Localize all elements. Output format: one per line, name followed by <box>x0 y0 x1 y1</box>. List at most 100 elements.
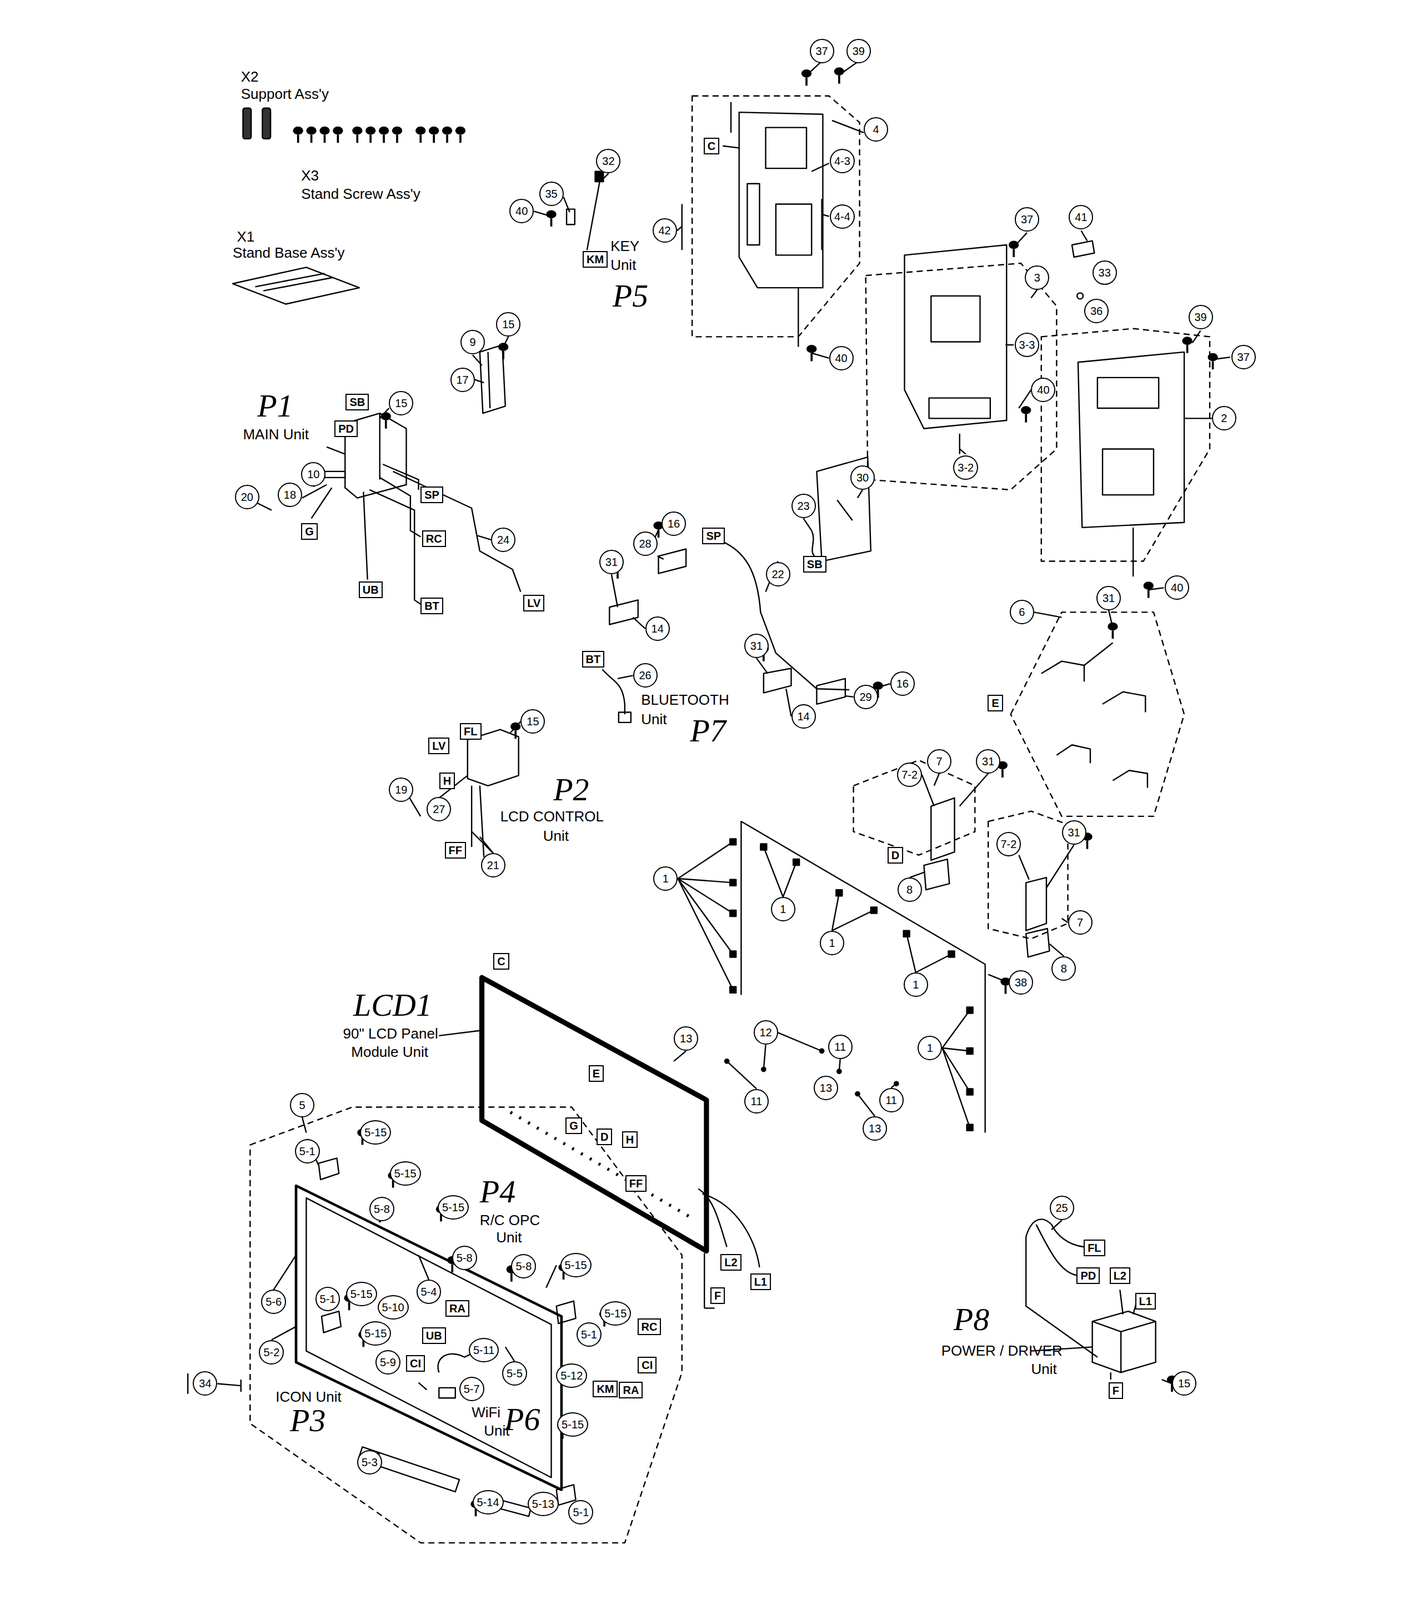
callout-number: 14 <box>645 616 670 641</box>
callout-number: 23 <box>791 493 816 519</box>
part-name: MAIN Unit <box>242 426 309 443</box>
callout-number: 16 <box>890 671 915 696</box>
unit-marker: P8 <box>953 1303 990 1336</box>
unit-marker: P4 <box>479 1175 516 1209</box>
callout-number: 7 <box>927 749 952 774</box>
callout-number: 31 <box>975 749 1001 774</box>
part-name: X2 <box>241 68 259 85</box>
callout-number: 15 <box>388 391 414 416</box>
callout-number: 1 <box>917 1035 943 1061</box>
callout-number: 41 <box>1068 204 1094 230</box>
callout-number: 7-2 <box>996 832 1022 857</box>
callout-number: 37 <box>1231 344 1256 370</box>
callout-number: 42 <box>652 218 678 243</box>
connector-tag: KM <box>582 251 608 268</box>
connector-tag: D <box>887 847 904 864</box>
part-name: Unit <box>543 828 569 845</box>
callout-number: 9 <box>460 329 485 355</box>
callout-number: 2 <box>1211 406 1237 431</box>
part-name: LCD CONTROL <box>500 808 604 825</box>
callout-number: 5-15 <box>389 1161 422 1186</box>
callout-number: 40 <box>829 346 854 371</box>
unit-marker: LCD1 <box>353 989 433 1022</box>
callout-number: 5-8 <box>510 1254 536 1279</box>
callout-number: 11 <box>828 1034 853 1060</box>
callout-number: 5-11 <box>468 1338 500 1363</box>
part-name: R/C OPC <box>479 1212 540 1229</box>
callout-number: 36 <box>1084 298 1109 324</box>
part-name: WiFi <box>471 1404 501 1421</box>
connector-tag: G <box>565 1117 583 1135</box>
callout-number: 21 <box>480 853 506 878</box>
part-name: Stand Screw Ass'y <box>301 186 421 203</box>
callout-number: 5-5 <box>502 1361 528 1386</box>
connector-tag: LV <box>523 594 545 612</box>
callout-number: 39 <box>846 38 871 64</box>
callout-number: 11 <box>744 1089 769 1114</box>
callout-number: 5-15 <box>557 1412 589 1437</box>
connector-tag: UB <box>358 581 383 599</box>
callout-number: 31 <box>1096 585 1121 611</box>
callout-number: 5-15 <box>346 1281 378 1307</box>
callout-number: 15 <box>495 312 521 337</box>
callout-number: 39 <box>1188 304 1214 330</box>
callout-number: 13 <box>813 1075 839 1101</box>
callout-number: 5-2 <box>258 1340 284 1365</box>
connector-tag: FF <box>625 1175 647 1192</box>
connector-tag: RA <box>618 1381 643 1399</box>
connector-tag: FL <box>459 723 481 740</box>
callout-number: 22 <box>765 562 791 587</box>
connector-tag: RC <box>422 530 447 548</box>
callout-number: 11 <box>879 1088 904 1113</box>
connector-tag: SP <box>702 527 725 545</box>
callout-number: 5-15 <box>437 1195 469 1220</box>
callout-number: 3-2 <box>953 455 979 480</box>
callout-number: 31 <box>1061 820 1087 845</box>
callout-number: 29 <box>853 684 879 710</box>
callout-number: 5-14 <box>472 1490 504 1515</box>
connector-tag: PD <box>334 420 358 438</box>
callout-number: 12 <box>753 1020 779 1045</box>
callout-number: 5-8 <box>452 1245 478 1271</box>
callout-number: 40 <box>509 198 534 224</box>
connector-tag: RA <box>445 1300 470 1317</box>
callout-number: 33 <box>1092 260 1117 285</box>
part-name: X3 <box>301 167 319 184</box>
part-name: BLUETOOTH <box>640 692 729 709</box>
callout-number: 5-15 <box>599 1301 631 1326</box>
callout-number: 5-1 <box>576 1322 602 1347</box>
connector-tag: D <box>596 1128 613 1146</box>
callout-number: 14 <box>791 704 816 729</box>
callout-number: 5-15 <box>359 1120 392 1145</box>
callout-number: 31 <box>599 549 624 575</box>
callout-number: 15 <box>1171 1371 1197 1396</box>
connector-tag: C <box>493 953 509 970</box>
part-name: KEY <box>610 238 640 255</box>
callout-number: 30 <box>850 465 875 490</box>
connector-tag: E <box>588 1065 604 1082</box>
callout-number: 32 <box>595 148 621 174</box>
unit-marker: P6 <box>504 1403 540 1436</box>
connector-tag: CI <box>637 1356 657 1374</box>
callout-number: 7 <box>1068 910 1093 935</box>
connector-tag: CI <box>406 1355 425 1372</box>
part-name: ICON Unit <box>275 1389 342 1406</box>
callout-number: 5-9 <box>375 1350 401 1375</box>
unit-marker: P5 <box>612 279 649 313</box>
callout-number: 16 <box>661 511 686 536</box>
part-name: Support Ass'y <box>241 86 329 103</box>
callout-number: 25 <box>1049 1195 1075 1221</box>
callout-number: 13 <box>673 1026 699 1051</box>
callout-number: 3-3 <box>1014 332 1040 358</box>
part-name: Unit <box>640 711 667 728</box>
connector-tag: FF <box>444 842 467 859</box>
connector-tag: FL <box>1083 1239 1105 1257</box>
callout-number: 5-4 <box>416 1279 442 1305</box>
unit-marker: P2 <box>553 773 589 806</box>
callout-number: 5-7 <box>459 1376 485 1402</box>
callout-number: 1 <box>819 930 845 956</box>
callout-number: 35 <box>539 181 564 207</box>
callout-number: 8 <box>897 877 923 903</box>
callout-number: 5 <box>289 1093 315 1118</box>
